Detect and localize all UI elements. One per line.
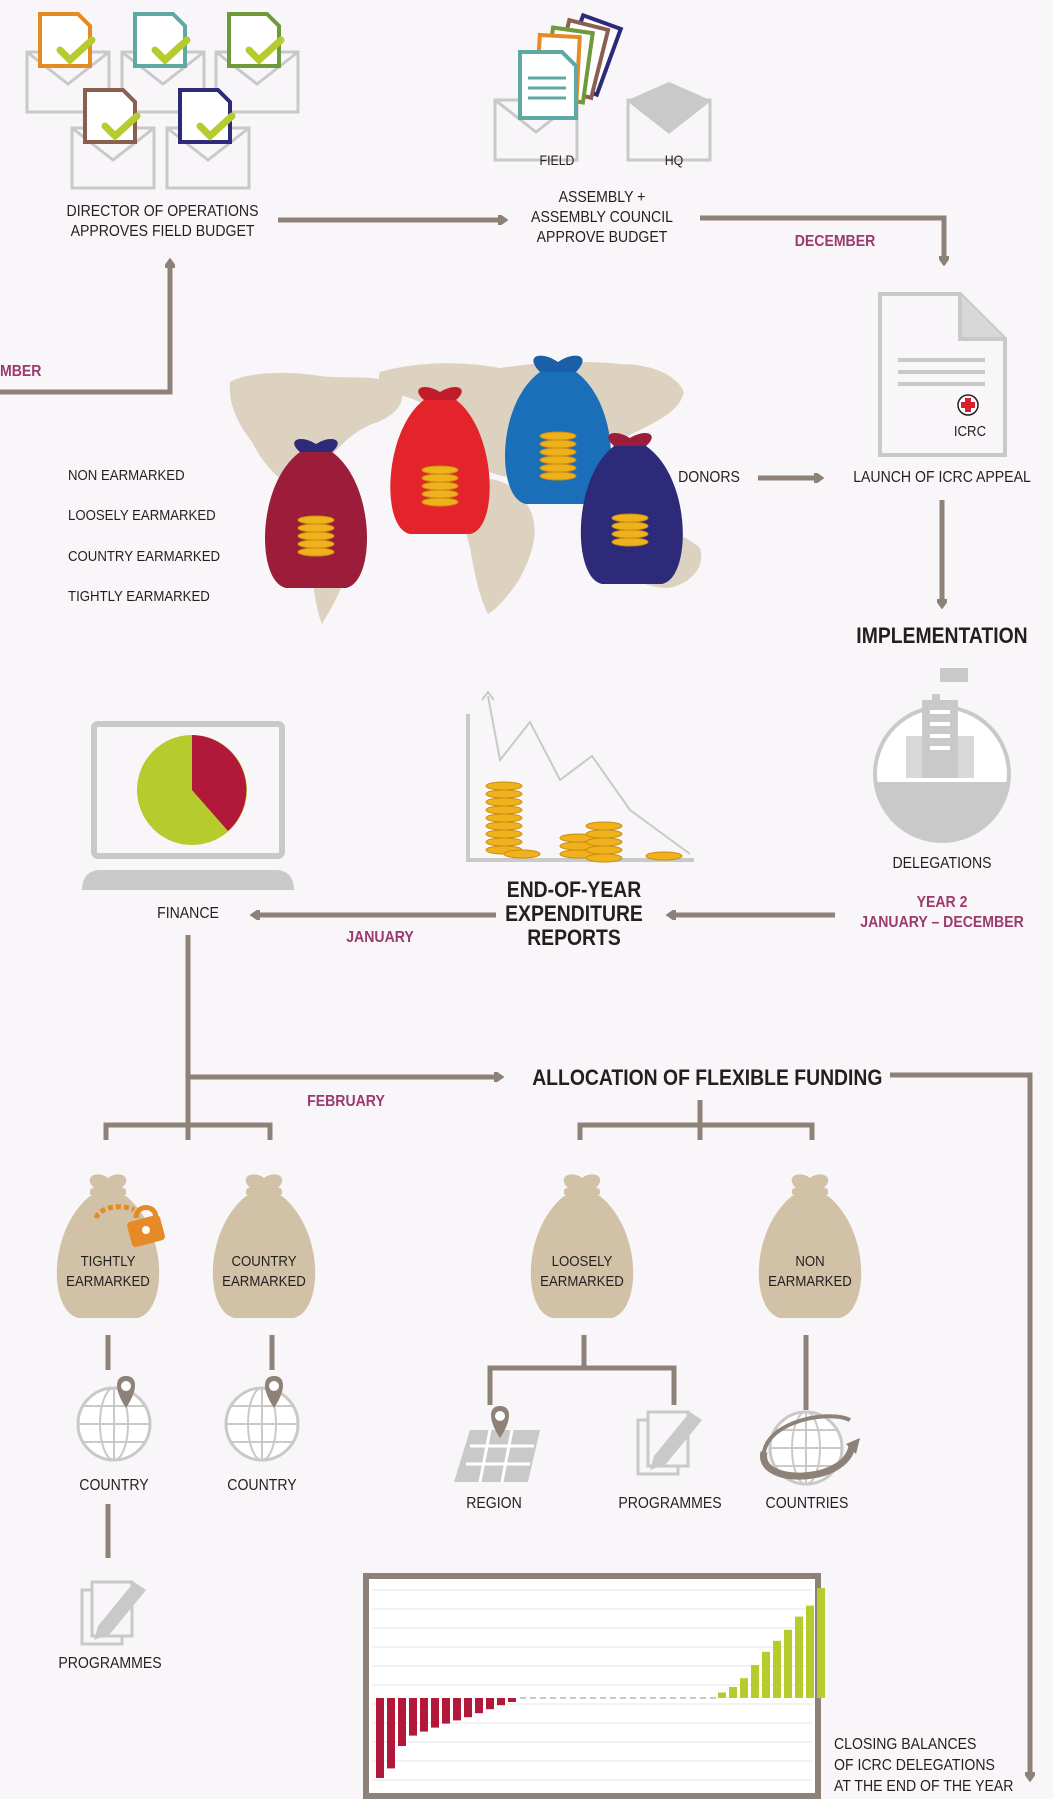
- legend-non-earmarked: NON EARMARKED: [68, 467, 185, 484]
- chart-bar-positive: [795, 1616, 803, 1698]
- chart-bar-negative: [497, 1698, 505, 1706]
- region-map-icon: [454, 1406, 540, 1483]
- bag-non-label-1: NON: [795, 1253, 825, 1270]
- closing-balances-label-1: CLOSING BALANCES: [834, 1736, 977, 1753]
- chart-bar-negative: [442, 1698, 450, 1724]
- bag-non-label-2: EARMARKED: [768, 1273, 852, 1290]
- country-label-1: COUNTRY: [79, 1477, 149, 1494]
- icrc-appeal-document-icon: [878, 292, 1007, 457]
- money-bag-icon: [265, 355, 683, 588]
- legend-tightly-earmarked: TIGHTLY EARMARKED: [68, 588, 210, 605]
- february-label: FEBRUARY: [307, 1093, 385, 1110]
- bag-tightly-label-1: TIGHTLY: [80, 1253, 136, 1270]
- closing-balances-chart: [363, 1573, 825, 1799]
- closing-balances-label-3: AT THE END OF THE YEAR: [834, 1778, 1014, 1795]
- chart-bar-positive: [773, 1640, 781, 1698]
- expenditure-chart-icon: [466, 690, 694, 863]
- assembly-label-3: APPROVE BUDGET: [536, 229, 668, 246]
- country-globe-icon: [76, 1376, 860, 1486]
- chart-bar-positive: [784, 1629, 792, 1698]
- bag-country-label-1: COUNTRY: [231, 1253, 297, 1270]
- hq-envelope-label: HQ: [664, 152, 684, 168]
- programmes-label-loosely: PROGRAMMES: [618, 1495, 722, 1512]
- bag-country-label-2: EARMARKED: [222, 1273, 306, 1290]
- flow-arrows: [0, 218, 1030, 1778]
- closing-balances-label-2: OF ICRC DELEGATIONS: [834, 1757, 995, 1774]
- chart-bar-negative: [508, 1698, 516, 1702]
- country-label-2: COUNTRY: [227, 1477, 297, 1494]
- delegations-building-icon: [873, 668, 1011, 843]
- previous-month-label: MBER: [0, 363, 42, 380]
- chart-bar-positive: [740, 1678, 748, 1698]
- chart-bar-positive: [806, 1605, 814, 1698]
- bag-loosely-label-2: EARMARKED: [540, 1273, 624, 1290]
- allocation-flexible-funding-label: ALLOCATION OF FLEXIBLE FUNDING: [532, 1065, 883, 1090]
- assembly-label-1: ASSEMBLY +: [558, 189, 646, 206]
- launch-appeal-label: LAUNCH OF ICRC APPEAL: [853, 469, 1031, 486]
- delegations-label: DELEGATIONS: [892, 855, 992, 872]
- chart-bar-positive: [751, 1665, 759, 1698]
- donors-label: DONORS: [678, 469, 740, 486]
- programmes-label-tightly: PROGRAMMES: [58, 1655, 162, 1672]
- bag-loosely-label-1: LOOSELY: [551, 1253, 613, 1270]
- finance-laptop-icon: [82, 721, 294, 890]
- eoy-label-1: END-OF-YEAR: [506, 877, 642, 902]
- chart-bar-negative: [376, 1698, 384, 1778]
- chart-bar-negative: [464, 1698, 472, 1718]
- field-hq-envelopes-icon: [493, 12, 712, 162]
- chart-bar-negative: [475, 1698, 483, 1714]
- year2-label: YEAR 2: [916, 894, 968, 911]
- chart-bar-positive: [817, 1588, 825, 1698]
- year2-period-label: JANUARY – DECEMBER: [860, 914, 1024, 931]
- region-label: REGION: [466, 1495, 522, 1512]
- december-label: DECEMBER: [794, 233, 876, 250]
- chart-bar-negative: [387, 1698, 395, 1769]
- chart-bar-negative: [420, 1698, 428, 1732]
- january-label: JANUARY: [346, 929, 414, 946]
- finance-label: FINANCE: [157, 905, 219, 922]
- field-envelope-label: FIELD: [539, 152, 575, 168]
- director-approval-label-1: DIRECTOR OF OPERATIONS: [66, 203, 259, 220]
- eoy-label-3: REPORTS: [527, 925, 621, 950]
- director-approval-label-2: APPROVES FIELD BUDGET: [70, 223, 255, 240]
- padlock-icon: [93, 1204, 165, 1248]
- eoy-label-2: EXPENDITURE: [505, 901, 643, 926]
- implementation-label: IMPLEMENTATION: [856, 623, 1028, 648]
- programmes-icon: [80, 1410, 702, 1646]
- legend-loosely-earmarked: LOOSELY EARMARKED: [68, 507, 216, 524]
- field-budget-envelopes-icon: [25, 12, 300, 190]
- bag-tightly-label-2: EARMARKED: [66, 1273, 150, 1290]
- chart-bar-negative: [431, 1698, 439, 1728]
- chart-bar-negative: [453, 1698, 461, 1721]
- chart-bar-negative: [398, 1698, 406, 1746]
- countries-label: COUNTRIES: [765, 1495, 849, 1512]
- assembly-label-2: ASSEMBLY COUNCIL: [531, 209, 673, 226]
- chart-bar-positive: [729, 1687, 737, 1698]
- allocation-bags: [56, 1174, 862, 1318]
- icrc-document-label: ICRC: [953, 423, 987, 440]
- chart-bar-positive: [718, 1692, 726, 1698]
- legend-country-earmarked: COUNTRY EARMARKED: [68, 548, 221, 565]
- chart-bar-positive: [762, 1651, 770, 1698]
- chart-bar-negative: [409, 1698, 417, 1736]
- chart-bar-negative: [486, 1698, 494, 1710]
